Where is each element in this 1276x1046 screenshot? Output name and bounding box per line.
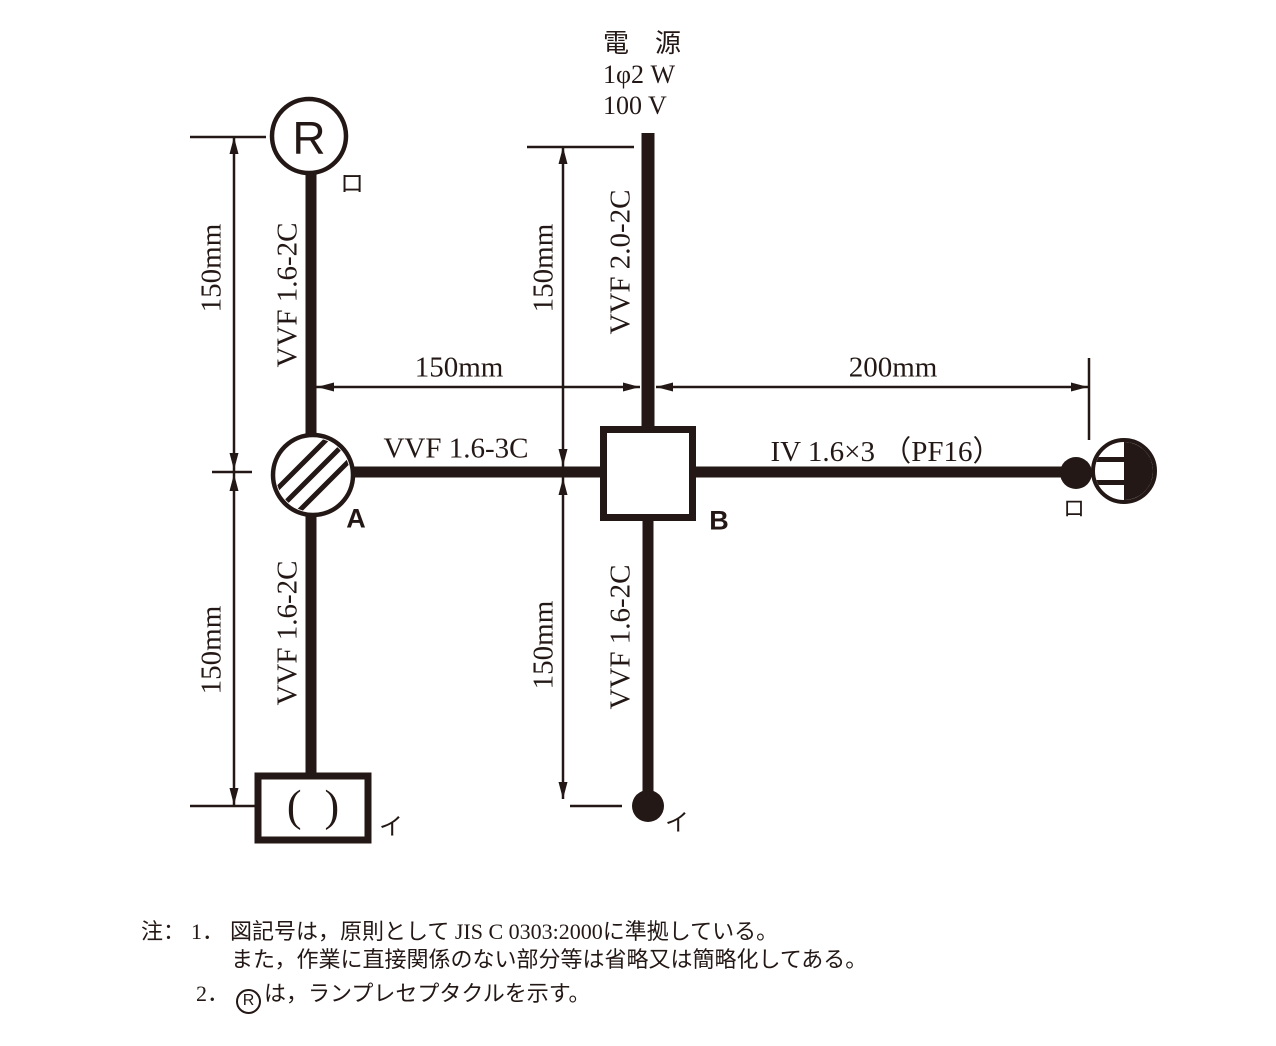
outlet-box-b-letter: B [709,505,729,536]
switch-ro-symbol [1060,457,1092,489]
switch-mark-rosette: イ [379,813,403,841]
arrowhead [558,478,568,495]
note-item1-number: 1． [191,919,225,944]
lamp-receptacle-badge-icon: R [236,988,262,1014]
dim-label-center-bottom: 150mm [527,600,560,690]
note-line-1: 注：1．図記号は，原則として JIS C 0303:2000に準拠している。 [141,919,778,945]
receptacle-symbol-outline [1091,438,1157,504]
cable-label-left-bottom: VVF 1.6-2C [271,560,304,706]
cable-label-a-to-b: VVF 1.6-3C [383,432,529,465]
arrowhead [317,382,334,392]
dim-label-left-bottom: 150mm [195,605,228,695]
dim-label-150mm-horizontal: 150mm [414,351,504,384]
note-item2-number: 2． [196,981,230,1006]
lamp-receptacle-letter: R [292,112,326,164]
cable-label-center-bottom: VVF 1.6-2C [604,564,637,710]
arrowhead [229,788,239,805]
note-line-2: また，作業に直接関係のない部分等は省略又は簡略化してある。 [231,947,867,973]
note-item1-text2: また，作業に直接関係のない部分等は省略又は簡略化してある。 [231,947,868,972]
arrowhead [558,449,568,466]
power-source-label: 電 源 1φ2 W 100 V [603,28,681,121]
switch-mark-center: イ [665,809,689,837]
joint-box-a-letter: A [346,503,366,534]
dim-label-center-top: 150mm [527,223,560,313]
dim-label-left-top: 150mm [195,223,228,313]
note-item1-text: 図記号は，原則として JIS C 0303:2000に準拠している。 [230,919,779,944]
note-item2-text: は，ランプレセプタクルを示す。 [264,981,591,1006]
arrowhead [623,382,640,392]
cable-label-feed: VVF 2.0-2C [604,189,637,335]
arrowhead [229,137,239,154]
arrowhead [229,474,239,491]
cable-label-conduit: IV 1.6×3 （PF16） [770,436,1002,468]
power-source-voltage: 100 V [603,91,667,120]
arrowhead [1071,382,1088,392]
switch-mark-right: ロ [1062,496,1086,521]
lamp-receptacle-symbol [269,96,349,176]
power-source-name: 電 源 [603,29,682,58]
power-source-phase: 1φ2 W [603,60,676,89]
ceiling-rosette-glyph: ( ) [286,781,346,831]
arrowhead [558,147,568,164]
switch-i-symbol [632,790,664,822]
cable-label-left-top: VVF 1.6-2C [271,222,304,368]
arrowhead [656,382,673,392]
outlet-box-b-symbol [600,426,696,521]
arrowhead [229,453,239,470]
switch-mark-receptacle: ロ [340,170,364,198]
note-heading: 注： [141,919,186,944]
ceiling-rosette-symbol [254,772,372,844]
arrowhead [558,782,568,799]
dim-label-200mm-horizontal: 200mm [848,351,938,384]
